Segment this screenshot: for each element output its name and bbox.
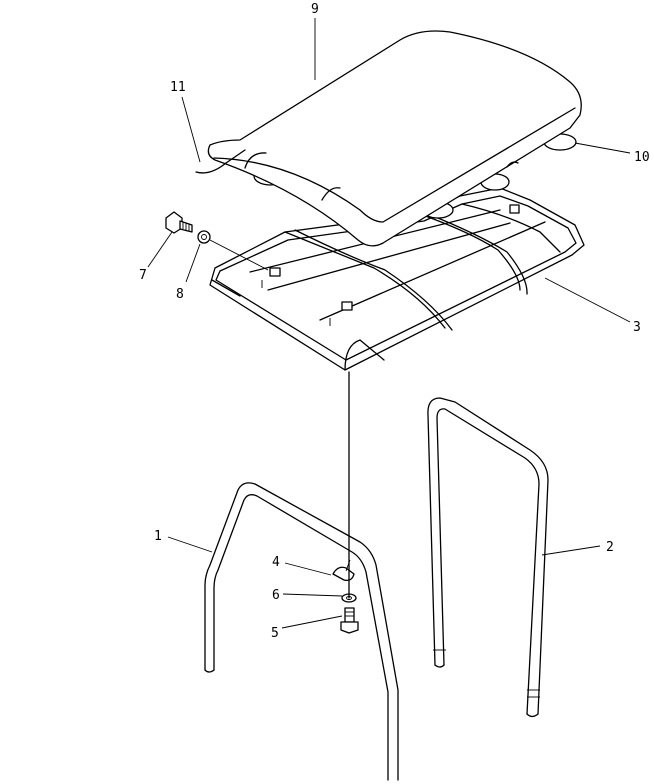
callout-8: 8 bbox=[176, 287, 184, 302]
callout-10: 10 bbox=[634, 150, 650, 165]
callout-5: 5 bbox=[271, 626, 279, 641]
callout-11: 11 bbox=[170, 80, 186, 95]
part-9-canopy-roof bbox=[207, 30, 582, 247]
callout-9: 9 bbox=[311, 2, 319, 17]
callout-4: 4 bbox=[272, 555, 280, 570]
callout-7: 7 bbox=[139, 268, 147, 283]
callout-1: 1 bbox=[154, 529, 162, 544]
part-4-clamp bbox=[332, 559, 355, 582]
leader-lines bbox=[147, 18, 631, 629]
part-11-harness bbox=[195, 149, 246, 174]
part-5-bolt bbox=[340, 607, 359, 634]
callout-6: 6 bbox=[272, 588, 280, 603]
callout-2: 2 bbox=[606, 540, 614, 555]
callout-3: 3 bbox=[633, 320, 641, 335]
part-7-bolt bbox=[165, 211, 193, 234]
part-8-washer bbox=[197, 230, 269, 271]
part-1-frame-left bbox=[204, 482, 399, 781]
part-2-frame-right bbox=[427, 397, 549, 718]
